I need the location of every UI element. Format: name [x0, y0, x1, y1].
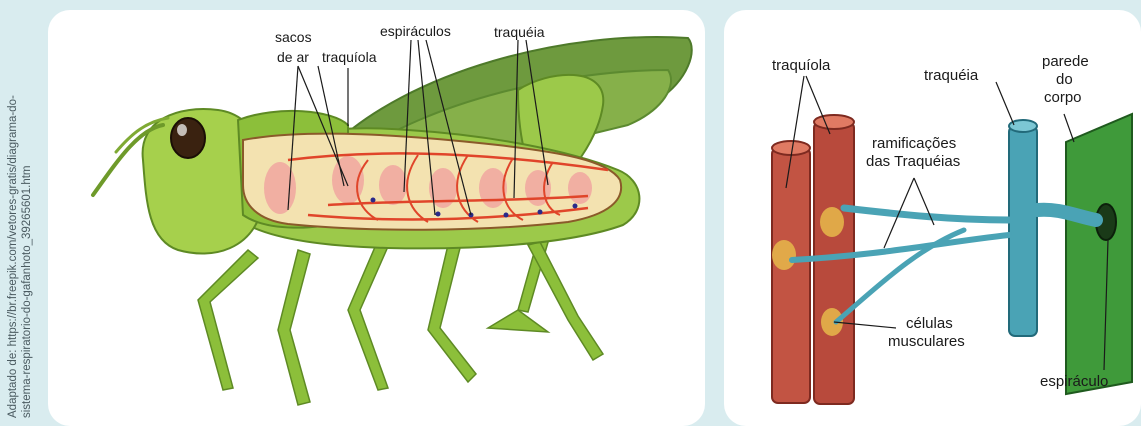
- compound-eye: [171, 118, 205, 158]
- spiracle-dot: [436, 212, 441, 217]
- eye-highlight: [177, 124, 187, 136]
- label-branches-2: das Traquéias: [866, 153, 960, 170]
- label-body-wall-2: do: [1056, 71, 1073, 88]
- label-trachea: traquéia: [494, 24, 545, 40]
- label-air-sacs-2: de ar: [277, 49, 309, 65]
- label-trachea: traquéia: [924, 67, 979, 84]
- hind-foot: [488, 310, 548, 332]
- muscle-cell: [772, 240, 796, 270]
- middle-leg: [348, 240, 390, 390]
- front-leg-1: [198, 250, 258, 390]
- grasshopper-illustration: sacos de ar traquíola espiráculos traqué…: [48, 10, 705, 426]
- label-body-wall-3: corpo: [1044, 89, 1082, 106]
- credit-line-2: sistema-respiratorio-do-gafanhoto_392656…: [21, 165, 33, 418]
- credit-line-1: Adaptado de: https://br.freepik.com/veto…: [7, 95, 19, 418]
- body-wall: [1066, 114, 1132, 394]
- air-sac: [568, 172, 592, 204]
- spiracle-dot: [504, 213, 509, 218]
- label-air-sacs-1: sacos: [275, 29, 312, 45]
- label-spiracle: espiráculo: [1040, 373, 1108, 390]
- spiracle-dot: [371, 198, 376, 203]
- muscle-fiber-1: [772, 141, 810, 403]
- trachea-trunk: [1009, 126, 1037, 336]
- label-muscle-cells-1: células: [906, 315, 953, 332]
- label-spiracles: espiráculos: [380, 23, 451, 39]
- rear-leg-2: [528, 242, 603, 360]
- rear-leg-1: [428, 245, 476, 382]
- label-tracheole: traquíola: [772, 57, 831, 74]
- label-muscle-cells-2: musculares: [888, 333, 965, 350]
- trachea-branch: [844, 208, 1009, 220]
- muscle-cell: [820, 207, 844, 237]
- label-tracheole: traquíola: [322, 49, 377, 65]
- spiracle-dot: [538, 210, 543, 215]
- air-sac: [379, 165, 407, 205]
- trachea-detail-panel: traquíola traquéia parede do corpo ramif…: [724, 10, 1141, 426]
- trachea-to-spiracle: [1037, 210, 1096, 220]
- label-body-wall-1: parede: [1042, 53, 1089, 70]
- trachea-illustration: traquíola traquéia parede do corpo ramif…: [724, 10, 1141, 426]
- grasshopper-panel: sacos de ar traquíola espiráculos traqué…: [48, 10, 705, 426]
- source-credit: Adaptado de: https://br.freepik.com/veto…: [0, 0, 44, 426]
- label-branches-1: ramificações: [872, 135, 956, 152]
- front-leg-2: [278, 250, 310, 405]
- spiracle-dot: [573, 204, 578, 209]
